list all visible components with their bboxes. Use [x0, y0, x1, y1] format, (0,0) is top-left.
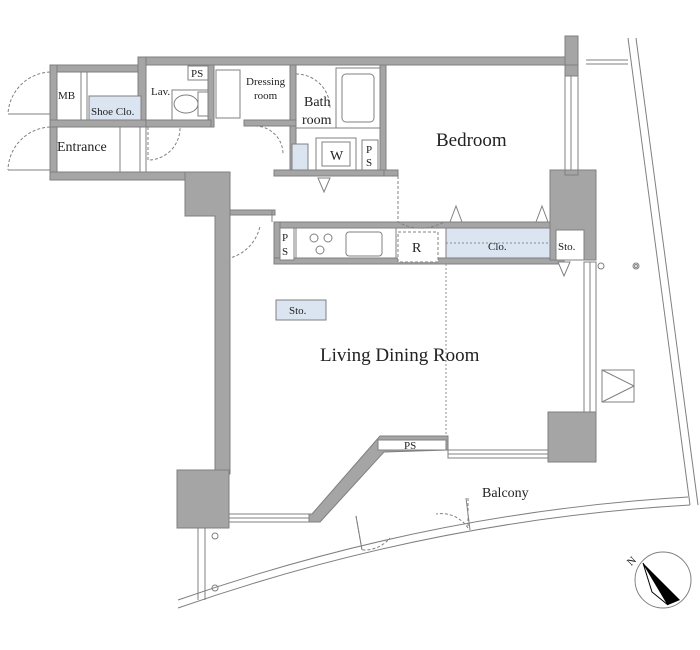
living-area — [275, 299, 635, 551]
label-shoe-closet: Shoe Clo. — [91, 106, 135, 118]
label-dressing-1: Dressing — [246, 76, 286, 88]
balcony-outline — [177, 37, 699, 609]
label-bedroom: Bedroom — [436, 130, 507, 151]
label-bath-2: room — [302, 113, 332, 128]
label-ps-mid-bottom: S — [366, 157, 372, 169]
walls — [49, 35, 597, 529]
ps-kitchen — [279, 227, 295, 261]
storage-living — [275, 299, 327, 321]
bedroom — [445, 204, 585, 436]
entrance-area — [7, 71, 181, 172]
meter-box — [56, 71, 82, 121]
kitchen — [229, 210, 439, 263]
label-bath-1: Bath — [304, 95, 330, 110]
labels: MB Shoe Clo. Entrance Lav. PS Dressing r… — [57, 68, 576, 501]
ps-top — [187, 65, 209, 81]
label-ps-top: PS — [191, 68, 203, 80]
label-closet: Clo. — [488, 241, 507, 253]
label-storage-living: Sto. — [289, 305, 307, 317]
label-washer: W — [330, 149, 344, 164]
label-ps-balcony: PS — [404, 440, 416, 452]
compass: N — [625, 551, 692, 609]
label-refrigerator: R — [412, 241, 422, 256]
wet-area — [171, 65, 445, 229]
label-mb: MB — [58, 90, 75, 102]
label-ps-mid-top: P — [366, 144, 372, 156]
compass-label: N — [625, 554, 639, 568]
label-living: Living Dining Room — [320, 345, 480, 366]
sink — [345, 231, 383, 257]
north-arrow-icon — [643, 563, 680, 605]
label-storage-right: Sto. — [558, 241, 576, 253]
label-entrance: Entrance — [57, 140, 107, 155]
label-ps-kitchen-bottom: S — [282, 246, 288, 258]
windows — [139, 75, 597, 523]
ps-mid — [361, 139, 379, 171]
label-balcony: Balcony — [482, 486, 529, 501]
toilet-icon — [173, 94, 199, 114]
label-dressing-2: room — [254, 90, 278, 102]
refrigerator — [397, 231, 439, 263]
storage-right — [555, 229, 585, 261]
label-lavatory: Lav. — [151, 86, 170, 98]
shoe-closet — [88, 95, 142, 121]
label-ps-kitchen-top: P — [282, 232, 288, 244]
